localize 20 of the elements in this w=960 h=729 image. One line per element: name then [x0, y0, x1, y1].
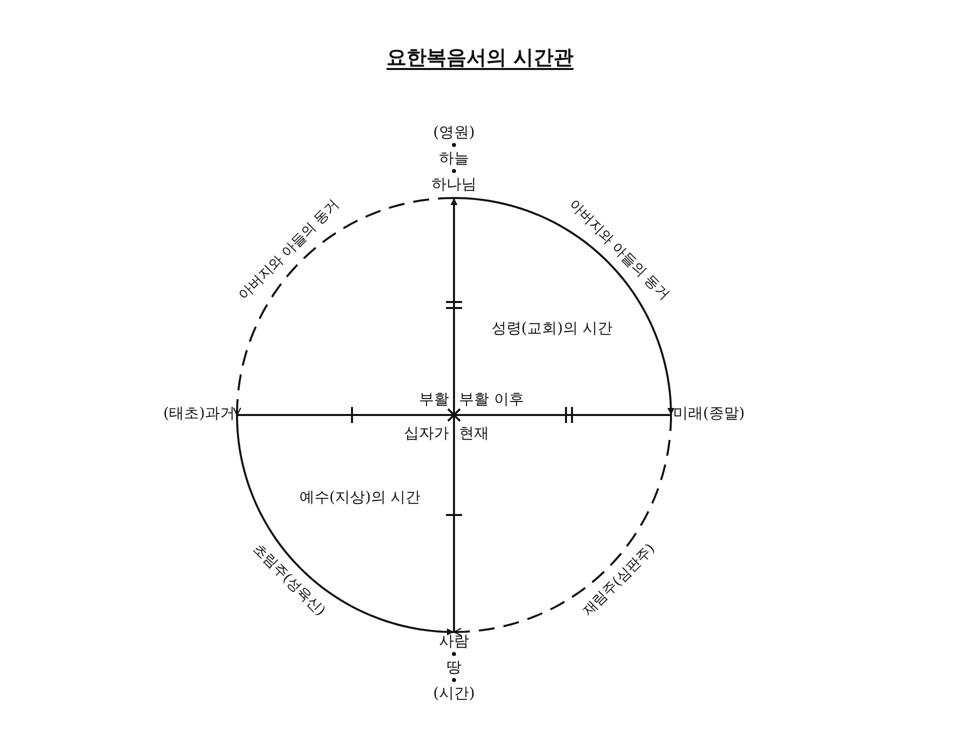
- text-label: 예수(지상)의 시간: [299, 487, 421, 507]
- node-label: 미래(종말): [673, 404, 745, 422]
- axis-arrow: [450, 198, 458, 632]
- arc-arrow: [232, 197, 454, 416]
- arc-arrow: [454, 197, 674, 416]
- node-label: 사람: [439, 632, 469, 650]
- text-label: 부활 이후: [459, 389, 524, 409]
- node-label: 하나님: [432, 175, 476, 193]
- text-label: 부활: [419, 389, 449, 409]
- node-label: (시간): [433, 684, 475, 702]
- node-label: 하늘: [439, 149, 469, 167]
- title: 요한복음서의 시간관: [386, 45, 574, 69]
- text-label: 성령(교회)의 시간: [491, 318, 613, 338]
- node-label: (영원): [433, 123, 475, 141]
- text-label: 현재: [459, 423, 489, 443]
- node-label: 땅: [446, 658, 462, 676]
- text-label: 십자가: [404, 423, 449, 443]
- node-label: (태초)과거: [163, 404, 235, 422]
- arc-arrow: [236, 414, 454, 636]
- arc-arrow: [453, 414, 672, 636]
